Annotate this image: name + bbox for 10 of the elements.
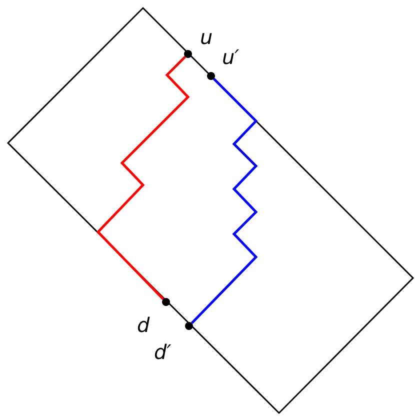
point-marker (185, 322, 193, 330)
point-marker (207, 72, 215, 80)
point-label: u (200, 27, 213, 47)
point-label: u′ (222, 47, 240, 67)
path-line (190, 78, 258, 324)
path-line (96, 56, 190, 300)
point-label: d (137, 315, 150, 335)
point-label: d′ (154, 342, 172, 362)
point-marker (162, 298, 170, 306)
point-marker (184, 50, 192, 58)
